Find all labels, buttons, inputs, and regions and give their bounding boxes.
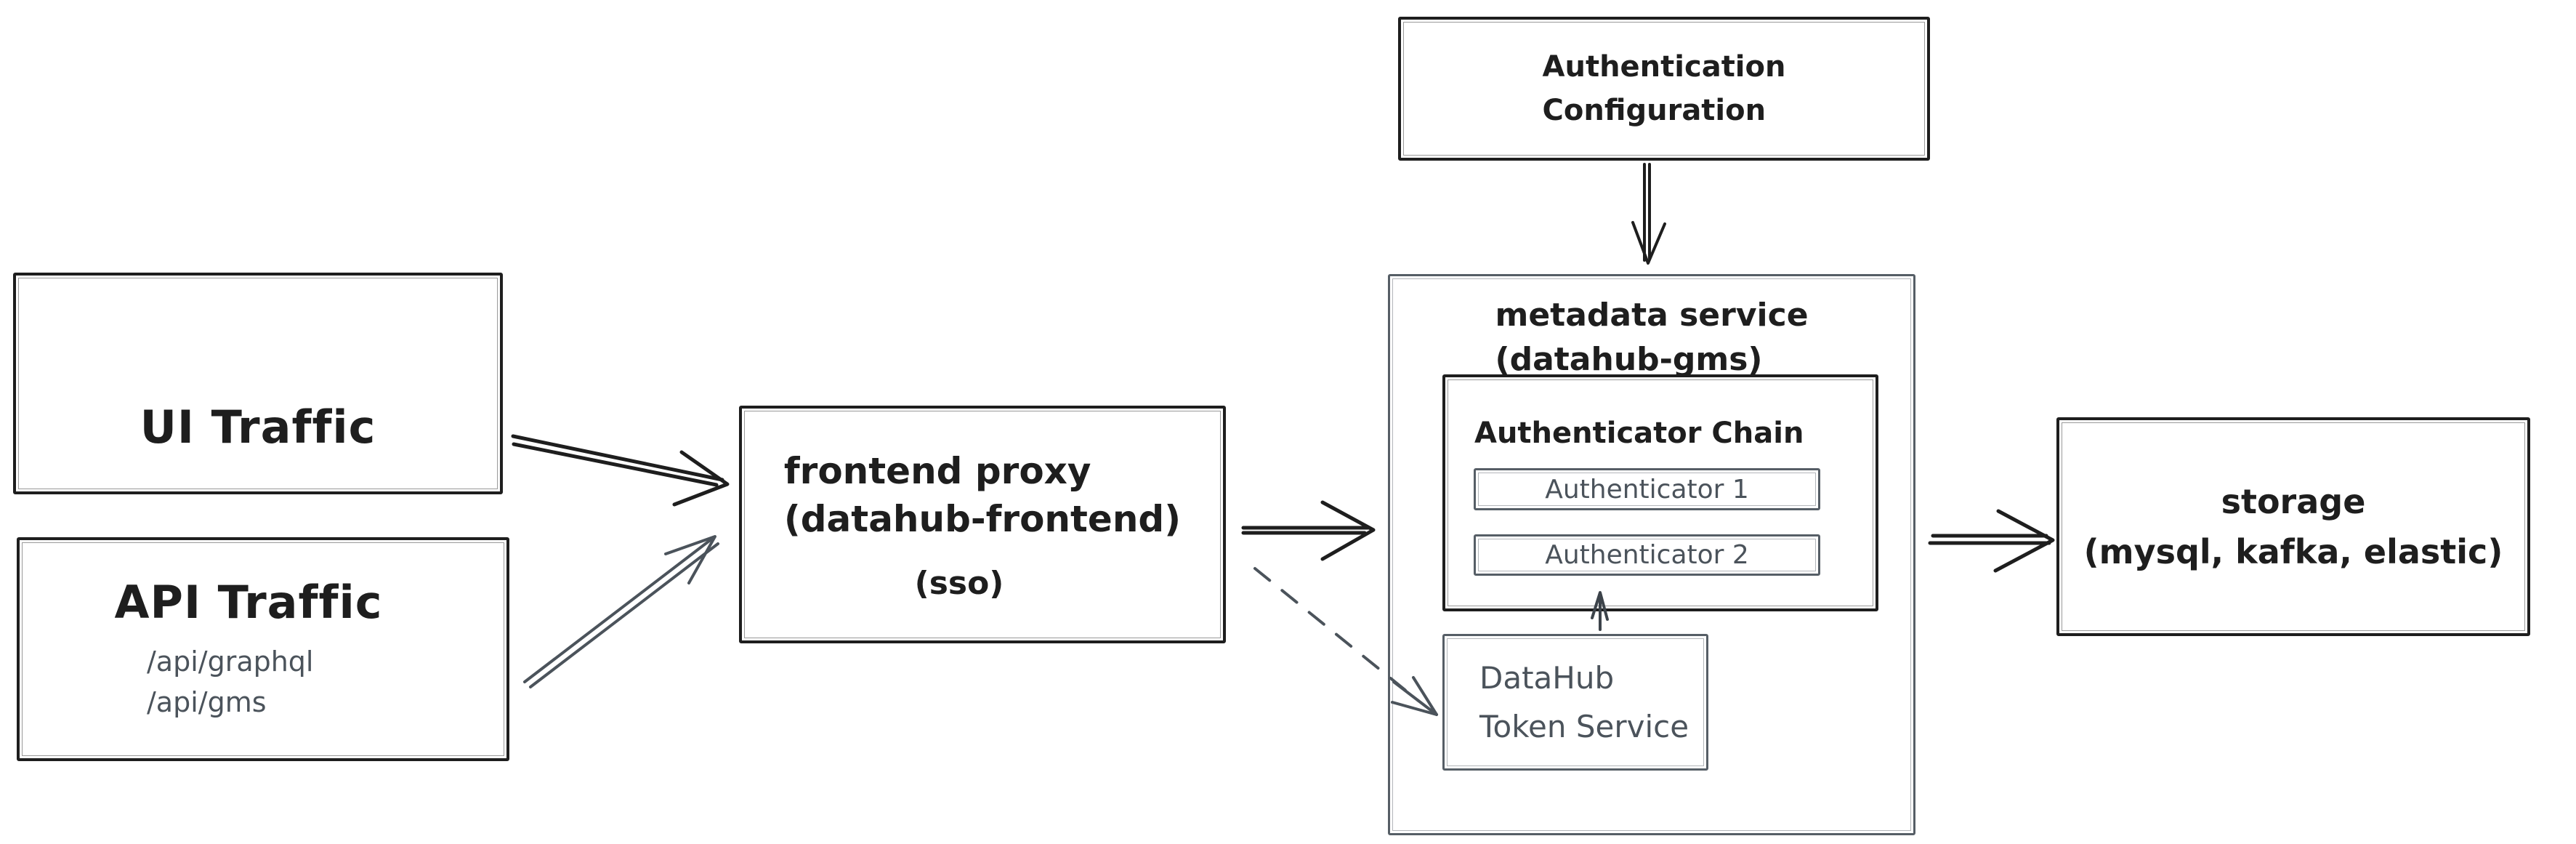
- ui-traffic-label: UI Traffic: [140, 401, 376, 454]
- authentication-configuration-line1: Authentication: [1542, 50, 1786, 84]
- api-endpoint-gms: /api/gms: [147, 686, 267, 718]
- authentication-configuration-box: Authentication Configuration: [1398, 17, 1930, 161]
- authenticator-2-label: Authenticator 2: [1545, 540, 1749, 570]
- api-traffic-label: API Traffic: [114, 576, 383, 630]
- arrow-api-to-proxy: [523, 535, 719, 688]
- arrow-ui-to-proxy: [511, 434, 730, 507]
- token-service-title: DataHub Token Service: [1479, 654, 1706, 751]
- arrow-token-to-chain: [1591, 591, 1609, 631]
- authenticator-1-box: Authenticator 1: [1474, 468, 1820, 510]
- arrow-gms-to-storage: [1928, 509, 2055, 573]
- api-endpoint-graphql: /api/graphql: [147, 646, 314, 678]
- arrow-proxy-to-token-dashed: [1253, 567, 1438, 716]
- storage-title: storage (mysql, kafka, elastic): [2084, 477, 2503, 576]
- api-traffic-box: API Traffic /api/graphql /api/gms: [17, 537, 509, 761]
- metadata-service-title: metadata service (datahub-gms): [1495, 294, 1808, 382]
- metadata-service-subtitle: (datahub-gms): [1495, 340, 1763, 378]
- storage-subtitle: (mysql, kafka, elastic): [2083, 531, 2503, 571]
- frontend-proxy-name: frontend proxy: [783, 450, 1091, 492]
- arrow-proxy-to-gms: [1241, 500, 1376, 561]
- authenticator-2-box: Authenticator 2: [1474, 534, 1820, 576]
- token-service-line1: DataHub: [1479, 659, 1615, 696]
- frontend-proxy-subtitle: (datahub-frontend): [783, 498, 1182, 540]
- frontend-proxy-title: frontend proxy (datahub-frontend): [784, 447, 1181, 543]
- storage-box: storage (mysql, kafka, elastic): [2056, 417, 2530, 636]
- authentication-configuration-line2: Configuration: [1542, 94, 1767, 127]
- arrow-config-to-gms: [1631, 163, 1666, 265]
- authenticator-1-label: Authenticator 1: [1545, 474, 1749, 505]
- authentication-configuration-label: Authentication Configuration: [1543, 45, 1786, 132]
- frontend-proxy-box: frontend proxy (datahub-frontend) (sso): [739, 406, 1226, 643]
- token-service-line2: Token Service: [1479, 709, 1689, 744]
- authenticator-chain-title: Authenticator Chain: [1474, 417, 1804, 450]
- metadata-service-name: metadata service: [1495, 297, 1809, 334]
- token-service-box: DataHub Token Service: [1442, 634, 1708, 771]
- api-endpoints: /api/graphql /api/gms: [147, 642, 506, 722]
- frontend-proxy-sso-label: (sso): [914, 565, 1004, 602]
- storage-name: storage: [2221, 482, 2366, 522]
- ui-traffic-box: UI Traffic: [13, 273, 503, 494]
